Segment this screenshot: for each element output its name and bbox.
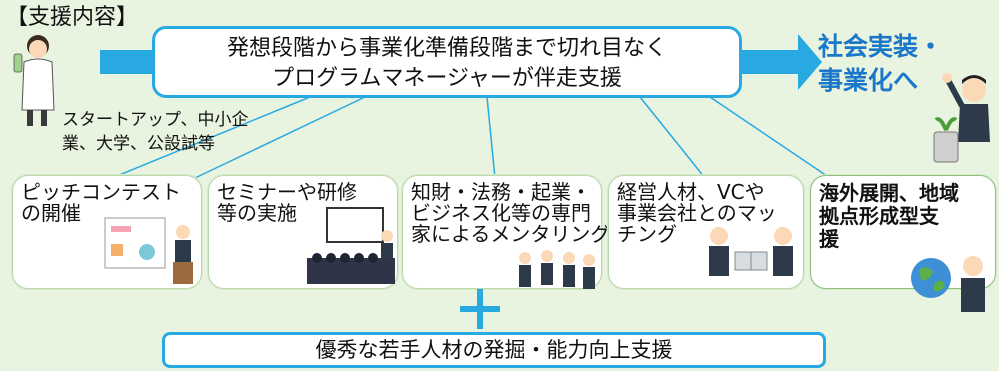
running-team-illustration <box>519 250 595 289</box>
card-overseas-regional-line-2: 拠点形成型支 <box>819 204 939 228</box>
card-mentoring-line-3: 家によるメンタリング <box>411 222 611 246</box>
card-overseas-regional-text: 海外展開、地域 拠点形成型支 援 <box>819 182 959 251</box>
card-overseas-regional-line-3: 援 <box>819 227 839 251</box>
card-pitch-contest: ピッチコンテスト の開催 <box>12 175 202 289</box>
beneficiaries-line-1: スタートアップ、中小企 <box>62 110 249 130</box>
businessman-cheering-illustration <box>933 73 990 163</box>
support-summary-line-1: 発想段階から事業化準備段階まで切れ目なく <box>226 36 667 61</box>
puzzle-matching-illustration <box>709 227 793 276</box>
main-arrow-head <box>798 34 822 90</box>
section-title: 【支援内容】 <box>6 5 139 30</box>
card-matching-text: 経営人材、VCや 事業会社とのマッ チング <box>617 182 777 245</box>
card-matching-line-1: 経営人材、VCや <box>617 180 765 204</box>
beneficiaries-text: スタートアップ、中小企 業、大学、公設試等 <box>62 108 249 156</box>
plus-icon <box>460 289 500 329</box>
card-pitch-contest-line-2: の開催 <box>21 201 81 225</box>
card-overseas-regional-line-1: 海外展開、地域 <box>819 181 959 205</box>
outcome-label: 社会実装・ 事業化へ <box>818 30 943 98</box>
card-matching-line-3: チング <box>617 222 677 246</box>
card-seminars-text: セミナーや研修 等の実施 <box>217 182 357 224</box>
young-talent-support-box: 優秀な若手人材の発掘・能力向上支援 <box>162 332 826 368</box>
card-seminars-line-1: セミナーや研修 <box>217 180 357 204</box>
card-overseas-regional: 海外展開、地域 拠点形成型支 援 <box>810 175 996 312</box>
globe-businessman-illustration <box>911 256 985 312</box>
card-mentoring: 知財・法務・起業・ ビジネス化等の専門 家によるメンタリング <box>402 175 610 289</box>
connector-lines <box>111 96 831 179</box>
card-pitch-contest-text: ピッチコンテスト の開催 <box>21 182 181 224</box>
presentation-board-illustration <box>104 217 193 284</box>
card-matching: 経営人材、VCや 事業会社とのマッ チング <box>608 175 804 289</box>
scientist-illustration <box>13 35 55 126</box>
card-seminars-line-2: 等の実施 <box>217 201 297 225</box>
beneficiaries-line-2: 業、大学、公設試等 <box>62 134 215 154</box>
card-mentoring-line-1: 知財・法務・起業・ <box>411 180 591 204</box>
card-mentoring-line-2: ビジネス化等の専門 <box>411 201 591 225</box>
support-summary-line-2: プログラムマネージャーが伴走支援 <box>272 66 622 91</box>
card-matching-line-2: 事業会社とのマッ <box>617 201 777 225</box>
outcome-line-2: 事業化へ <box>818 66 919 95</box>
support-summary-box: 発想段階から事業化準備段階まで切れ目なく プログラムマネージャーが伴走支援 <box>152 26 742 98</box>
card-seminars: セミナーや研修 等の実施 <box>208 175 398 289</box>
card-mentoring-text: 知財・法務・起業・ ビジネス化等の専門 家によるメンタリング <box>411 182 610 245</box>
seminar-audience-illustration <box>307 207 395 284</box>
card-pitch-contest-line-1: ピッチコンテスト <box>21 180 181 204</box>
outcome-line-1: 社会実装・ <box>818 32 944 61</box>
